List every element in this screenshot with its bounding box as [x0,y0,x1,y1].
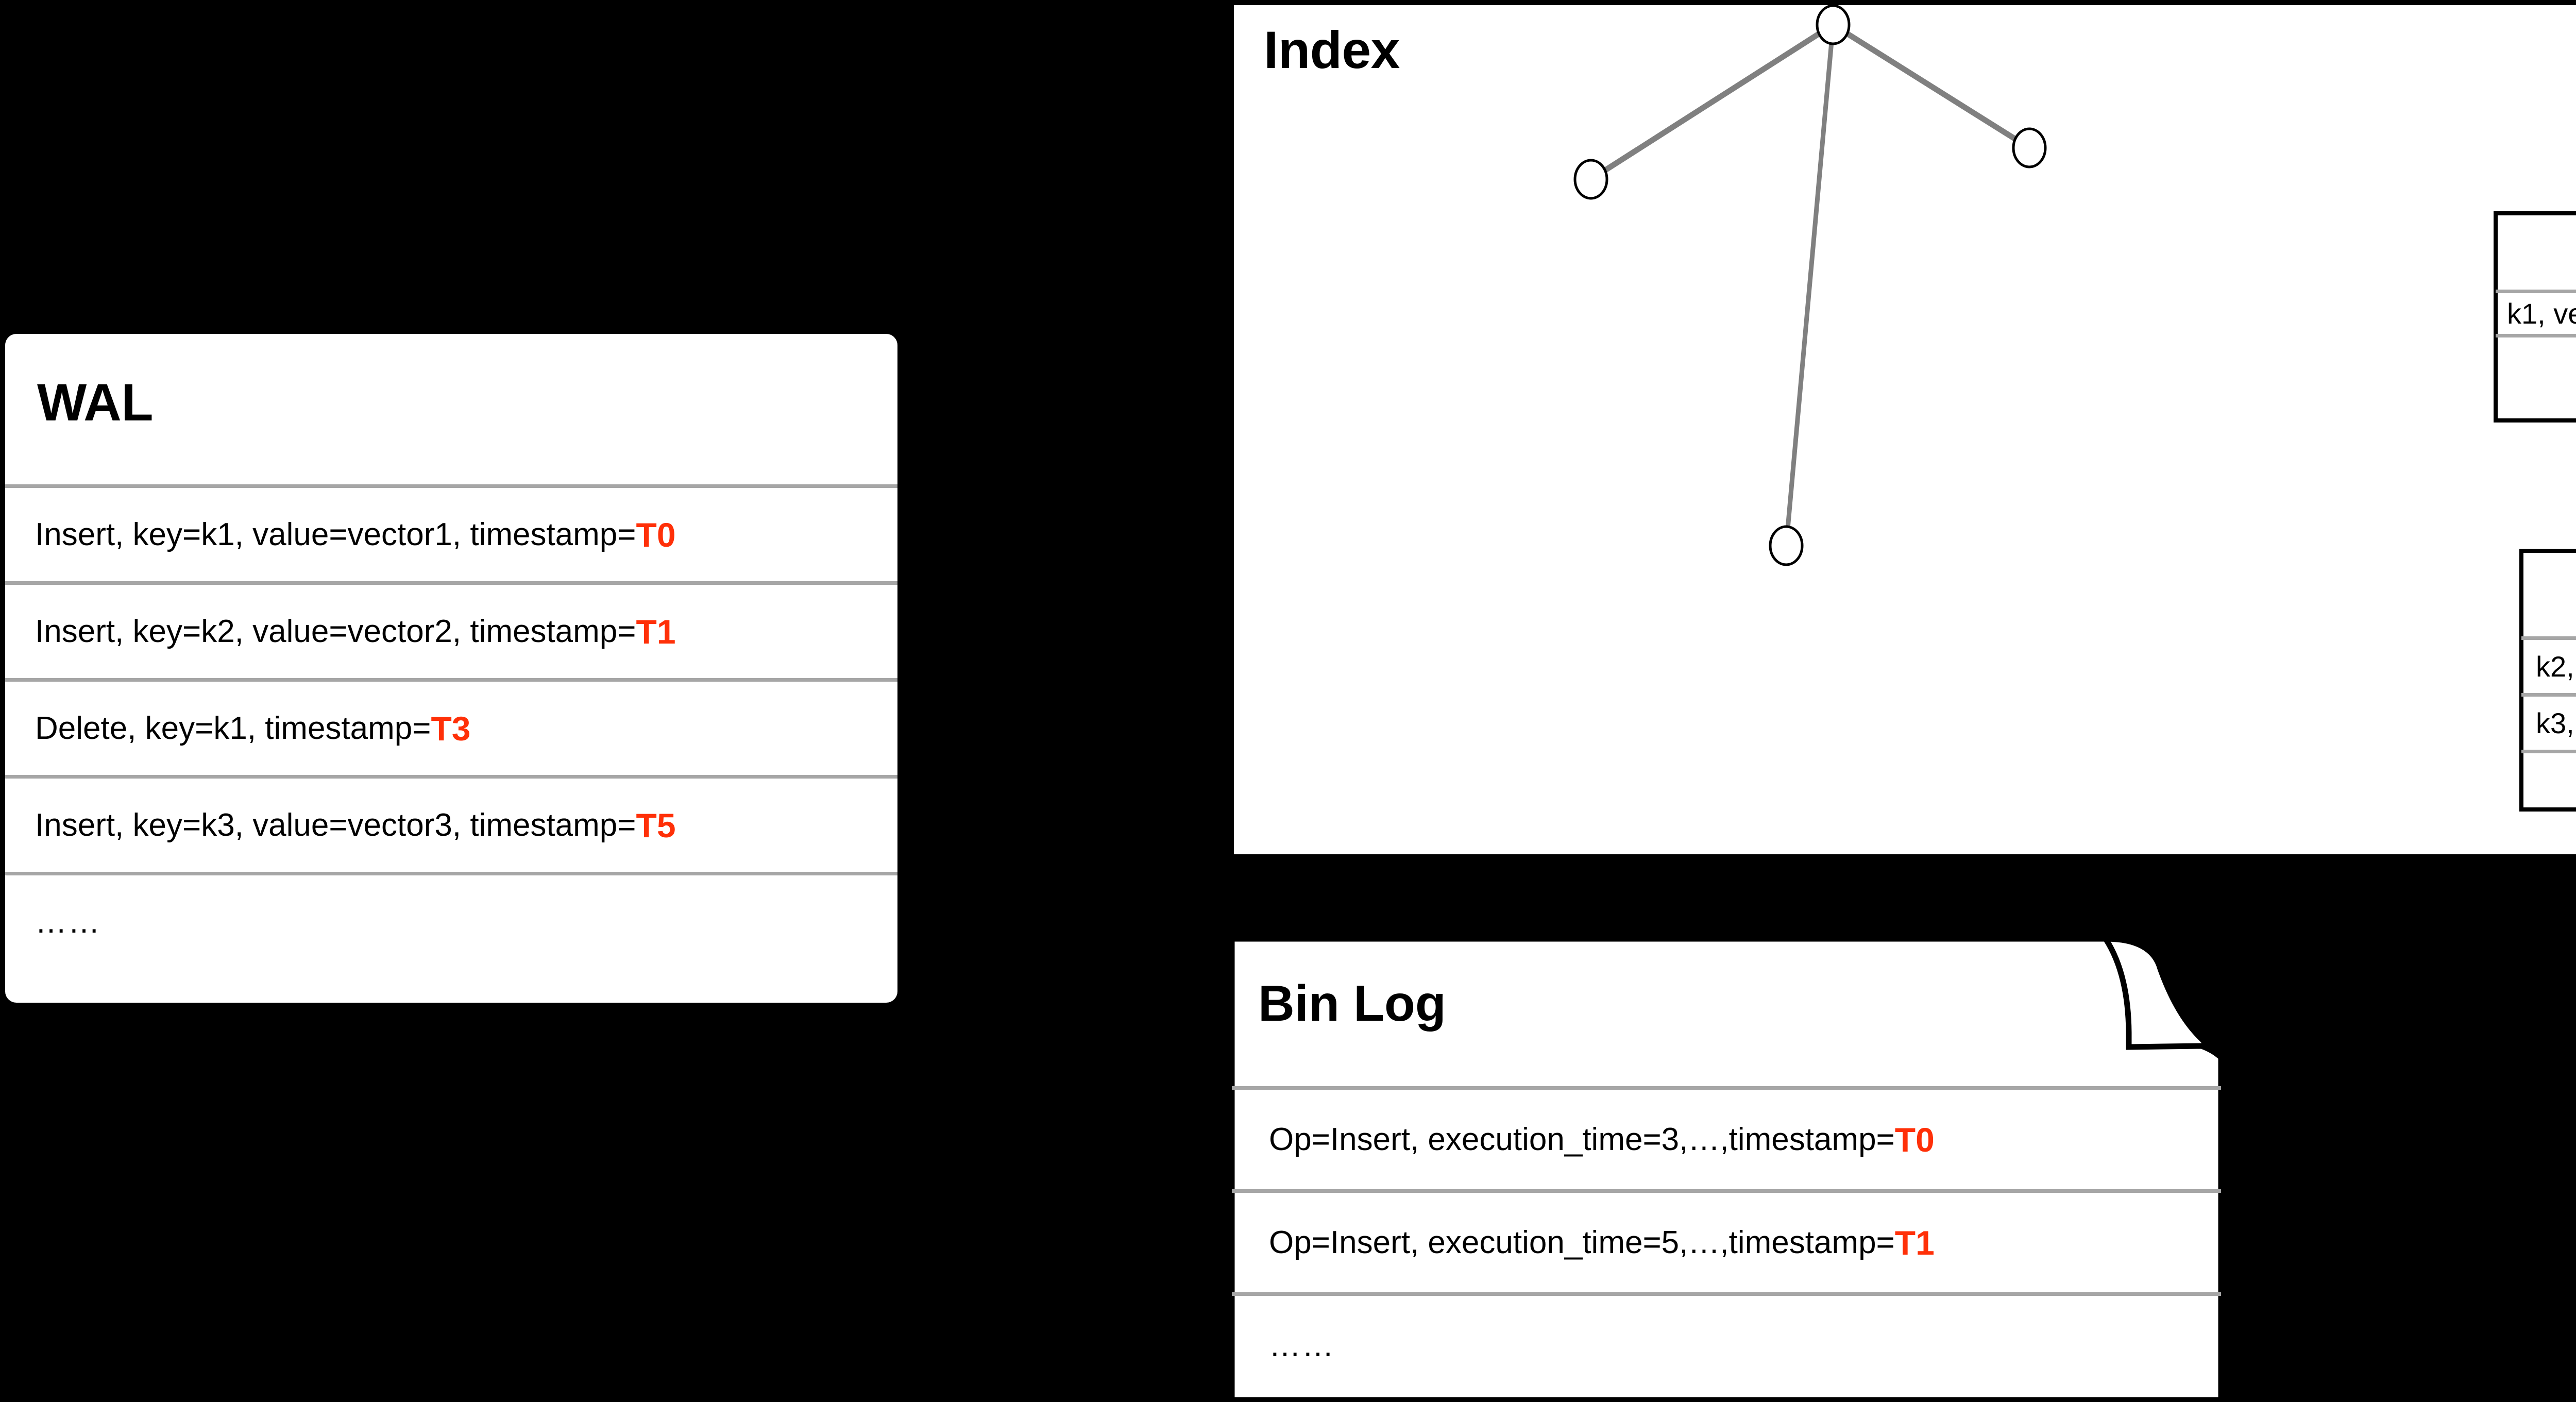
card-row-list: k2, vector2, timestamp=T1 k3, vector3, t… [2521,636,2576,806]
index-title: Index [1264,21,1400,79]
doc-outline-icon [2519,549,2576,812]
index-tree [1573,5,2047,566]
wal-row: Insert, key=k2, value=vector2, timestamp… [5,581,897,678]
wal-row-text: Insert, key=k1, value=vector1, timestamp… [35,517,636,552]
index-leaf-card-k1: k1, vector1, timestamp=T0 …… [2494,211,2576,423]
card-body: k2, vector2, timestamp=T1 k3, vector3, t… [2519,549,2576,812]
wal-row-timestamp: T5 [636,806,676,844]
bin-log-row: …… [1232,1292,2221,1395]
card-row-text: k3, vector3, timestamp= [2536,707,2576,739]
card-row-text: k2, vector2, timestamp= [2536,650,2576,683]
wal-row: Insert, key=k3, value=vector3, timestamp… [5,775,897,872]
bin-log-row-timestamp: T1 [1894,1223,1935,1262]
wal-row-timestamp: T0 [636,515,676,554]
card-body: k1, vector1, timestamp=T0 …… [2494,211,2576,423]
wal-row-list: Insert, key=k1, value=vector1, timestamp… [5,484,897,969]
bin-log-row: Op=Insert, execution_time=5,…,timestamp=… [1232,1189,2221,1292]
wal-row-timestamp: T3 [431,709,471,748]
card-row: k2, vector2, timestamp=T1 [2521,636,2576,693]
wal-row-text: Delete, key=k1, timestamp= [35,711,431,746]
bin-log-row-text: Op=Insert, execution_time=5,…,timestamp= [1269,1225,1895,1260]
wal-row: Delete, key=k1, timestamp=T3 [5,678,897,775]
tree-nodes [1573,5,2047,566]
doc-outline-icon [1230,937,2223,1402]
wal-row: …… [5,872,897,969]
bin-log-row-text: Op=Insert, execution_time=3,…,timestamp= [1269,1122,1895,1157]
card-row: k1, vector1, timestamp=T0 [2496,290,2576,334]
bin-log-row-list: Op=Insert, execution_time=3,…,timestamp=… [1232,1086,2221,1395]
card-body: Bin Log Op=Insert, execution_time=3,…,ti… [1230,937,2223,1402]
card-row-text: k1, vector1, timestamp= [2507,297,2576,330]
wal-row-text: Insert, key=k2, value=vector2, timestamp… [35,614,636,649]
wal-row-ellipsis: …… [35,904,101,940]
index-panel: Index k1, vector1, times [1234,5,2576,854]
bin-log-title: Bin Log [1258,975,1446,1032]
wal-title: WAL [37,373,154,432]
wal-row: Insert, key=k1, value=vector1, timestamp… [5,484,897,581]
wal-row-text: Insert, key=k3, value=vector3, timestamp… [35,807,636,843]
card-row: k3, vector3, timestamp=T5 [2521,693,2576,750]
index-leaf-card-k2-k3: k2, vector2, timestamp=T1 k3, vector3, t… [2519,549,2576,812]
wal-panel: WAL Insert, key=k1, value=vector1, times… [5,334,897,1003]
bin-log-row-timestamp: T0 [1894,1120,1935,1159]
tree-edges [1589,22,2031,546]
wal-row-timestamp: T1 [636,612,676,651]
card-row: …… [2521,750,2576,806]
bin-log-row: Op=Insert, execution_time=3,…,timestamp=… [1232,1086,2221,1189]
card-row-list: k1, vector1, timestamp=T0 …… [2496,290,2576,378]
card-row: …… [2496,334,2576,378]
bin-log-row-ellipsis: …… [1269,1328,1335,1363]
bin-log-card: Bin Log Op=Insert, execution_time=3,…,ti… [1230,937,2223,1402]
doc-outline-icon [2494,211,2576,423]
